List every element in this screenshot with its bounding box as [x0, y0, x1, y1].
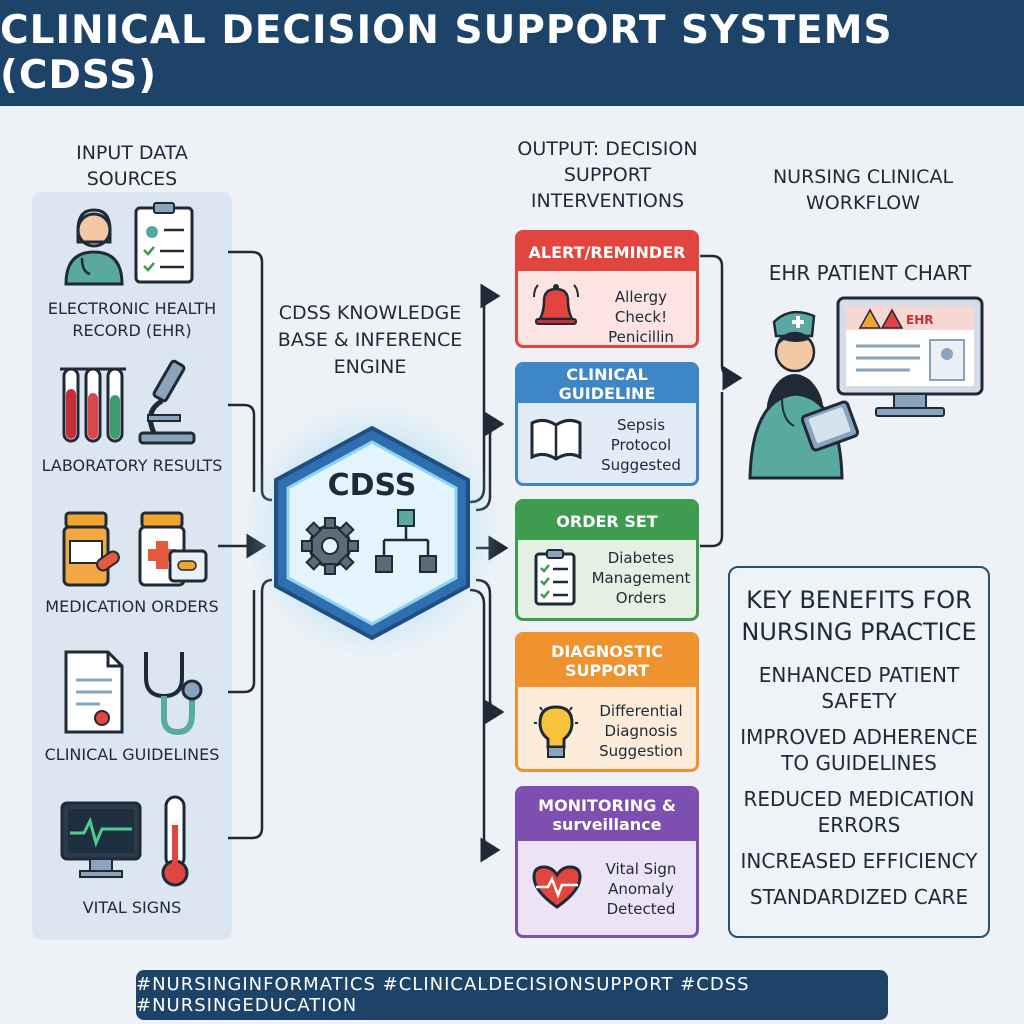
flowchart-icon	[375, 509, 437, 573]
benefit-item: STANDARDIZED CARE	[749, 885, 969, 909]
card-header: ALERT/REMINDER	[518, 233, 696, 271]
source-label-vitals: VITAL SIGNS	[82, 898, 182, 917]
monitor-ehr-label: EHR	[906, 313, 934, 327]
medication-bottles-icon	[62, 511, 208, 587]
document-stethoscope-icon	[64, 650, 203, 736]
output-card-diagnostic: DIAGNOSTIC SUPPORT Differential Diagnosi…	[515, 632, 699, 772]
output-card-order-set: ORDER SET Diabetes Management Orders	[515, 499, 699, 621]
book-icon	[530, 418, 582, 461]
gear-icon	[301, 517, 359, 575]
page-title: CLINICAL DECISION SUPPORT SYSTEMS (CDSS)	[0, 8, 893, 98]
bell-icon	[533, 284, 579, 325]
lab-tubes-microscope-icon	[60, 359, 196, 445]
card-header: MONITORING & surveillance	[518, 789, 696, 841]
input-heading: INPUT DATA SOURCES	[76, 142, 188, 190]
benefit-item: ENHANCED PATIENT SAFETY	[758, 663, 960, 713]
benefit-item: IMPROVED ADHERENCE TO GUIDELINES	[740, 725, 978, 775]
engine-label: CDSS	[327, 468, 417, 503]
output-heading: OUTPUT: DECISION SUPPORT INTERVENTIONS	[517, 138, 698, 212]
heart-pulse-icon	[532, 865, 582, 909]
patient-record-icon	[64, 202, 194, 286]
ehr-chart-label: EHR PATIENT CHART	[768, 261, 972, 285]
card-text: Allergy Check! Penicillin	[608, 288, 674, 346]
card-text: Diabetes Management Orders	[591, 549, 691, 607]
hashtag-bar: #NURSINGINFORMATICS #CLINICALDECISIONSUP…	[136, 970, 888, 1020]
title-bar: CLINICAL DECISION SUPPORT SYSTEMS (CDSS)	[0, 0, 1024, 106]
benefit-item: INCREASED EFFICIENCY	[740, 849, 978, 873]
workflow-heading: NURSING CLINICAL WORKFLOW	[772, 166, 954, 214]
monitor-thermometer-icon	[60, 795, 189, 887]
card-header: ORDER SET	[518, 502, 696, 540]
output-card-guideline: CLINICAL GUIDELINE Sepsis Protocol Sugge…	[515, 362, 699, 486]
output-card-monitoring: MONITORING & surveillance Vital Sign Ano…	[515, 786, 699, 938]
benefit-item: REDUCED MEDICATION ERRORS	[743, 787, 975, 837]
lightbulb-icon	[534, 705, 578, 758]
card-text: Sepsis Protocol Suggested	[601, 416, 681, 474]
card-text: Differential Diagnosis Suggestion	[599, 702, 683, 760]
nurse-icon	[748, 310, 860, 480]
checklist-icon	[534, 549, 576, 606]
key-benefits-panel: KEY BENEFITS FOR NURSING PRACTICE ENHANC…	[728, 566, 990, 938]
source-label-lab: LABORATORY RESULTS	[41, 456, 223, 475]
source-label-guidelines: CLINICAL GUIDELINES	[44, 745, 220, 764]
card-text: Vital Sign Anomaly Detected	[605, 860, 677, 918]
source-label-ehr: ELECTRONIC HEALTH RECORD (EHR)	[47, 299, 217, 340]
ehr-monitor-icon	[836, 296, 984, 417]
card-header: DIAGNOSTIC SUPPORT	[518, 635, 696, 687]
benefits-heading: KEY BENEFITS FOR NURSING PRACTICE	[741, 586, 977, 646]
engine-heading: CDSS KNOWLEDGE BASE & INFERENCE ENGINE	[277, 302, 463, 378]
source-label-medication: MEDICATION ORDERS	[45, 597, 219, 616]
output-card-alert: ALERT/REMINDER Allergy Check! Penicillin	[515, 230, 699, 348]
card-header: CLINICAL GUIDELINE	[518, 365, 696, 403]
